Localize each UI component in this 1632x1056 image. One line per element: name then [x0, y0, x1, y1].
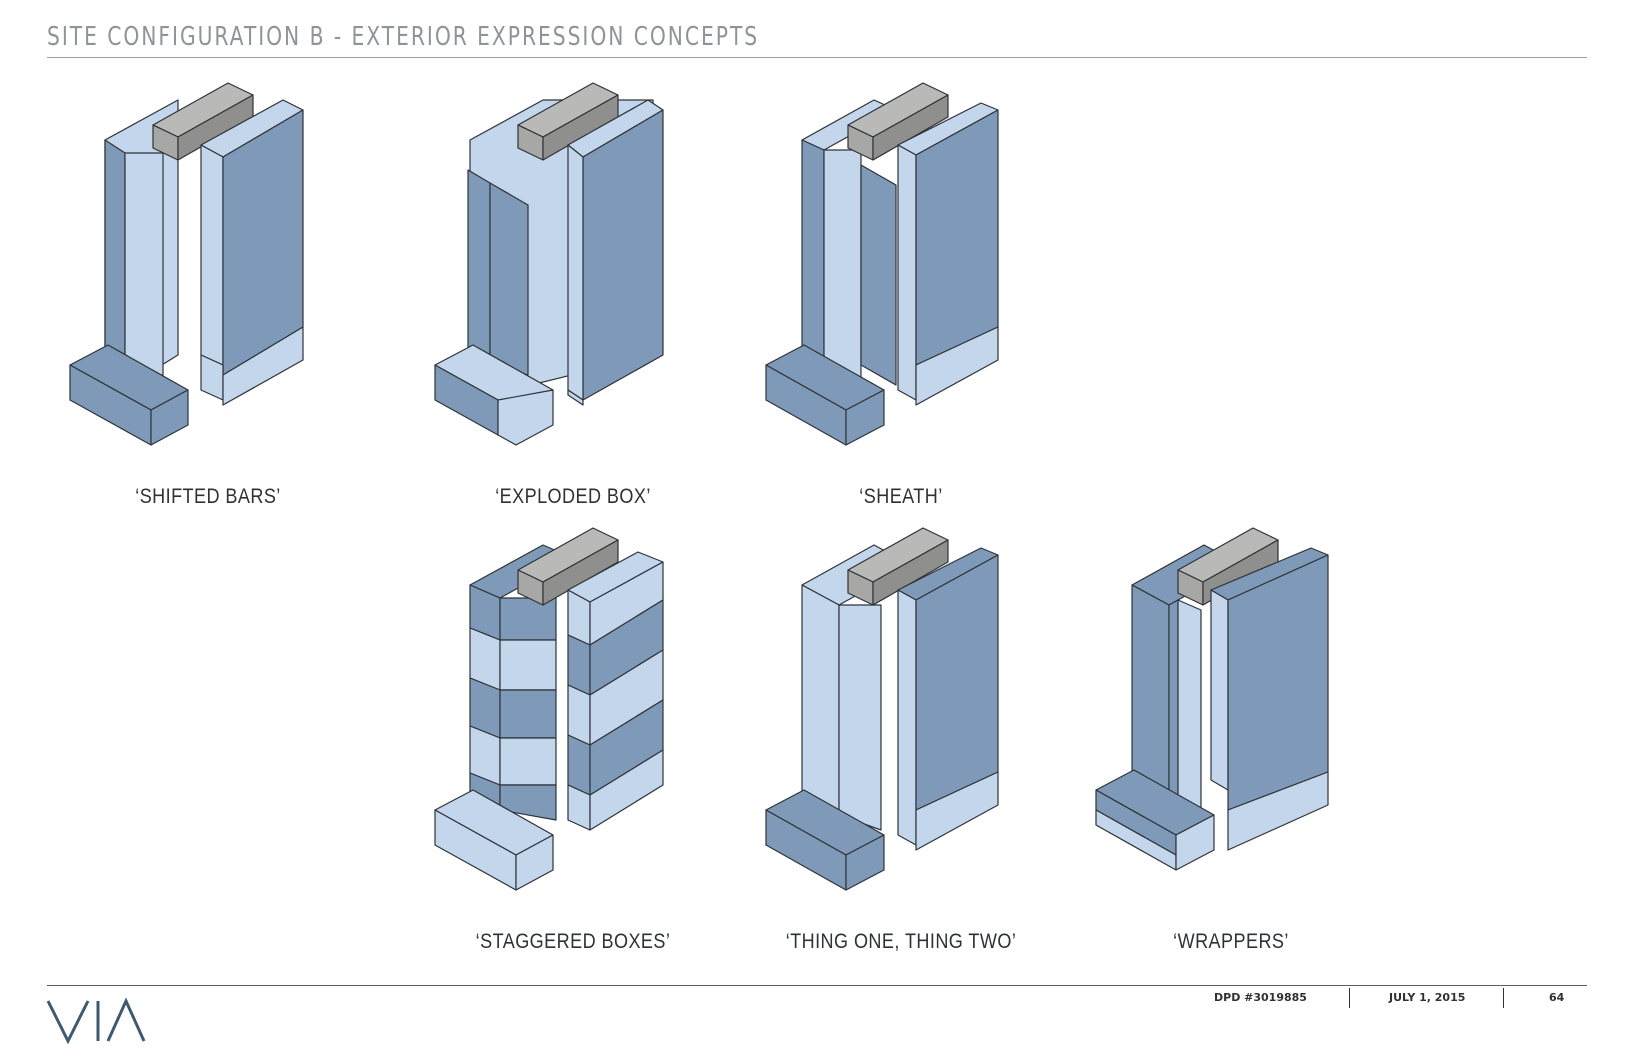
sheath-sketch: [765, 82, 999, 446]
thing-one-thing-two-sketch: [765, 527, 999, 891]
wrappers-sketch: [1095, 527, 1329, 871]
concept-thing-one-thing-two: ‘THING ONE, THING TWO’: [736, 510, 1066, 980]
concept-label: ‘SHIFTED BARS’: [135, 485, 281, 508]
page-title: SITE CONFIGURATION B - EXTERIOR EXPRESSI…: [47, 22, 760, 52]
concept-shifted-bars: ‘SHIFTED BARS’: [43, 65, 373, 535]
concept-label: ‘EXPLODED BOX’: [495, 485, 651, 508]
dpd-number: DPD #3019885: [1214, 991, 1307, 1004]
footer-separator: [1349, 988, 1350, 1008]
concept-label: ‘SHEATH’: [859, 485, 943, 508]
staggered-boxes-sketch: [434, 527, 664, 891]
concept-label: ‘WRAPPERS’: [1173, 930, 1289, 953]
footer-rule: [47, 985, 1587, 986]
concept-staggered-boxes: ‘STAGGERED BOXES’: [408, 510, 738, 980]
concept-label: ‘THING ONE, THING TWO’: [785, 930, 1017, 953]
concept-wrappers: ‘WRAPPERS’: [1066, 510, 1396, 980]
concept-sheath: ‘SHEATH’: [736, 65, 1066, 535]
footer-separator: [1503, 988, 1504, 1008]
concept-exploded-box: ‘EXPLODED BOX’: [408, 65, 738, 535]
footer-date: JULY 1, 2015: [1389, 991, 1466, 1004]
page-number: 64: [1549, 991, 1565, 1004]
shifted-bars-sketch: [69, 82, 304, 446]
concept-label: ‘STAGGERED BOXES’: [475, 930, 671, 953]
header-rule: [47, 57, 1587, 58]
exploded-box-sketch: [434, 82, 664, 446]
via-logo: [46, 997, 146, 1045]
